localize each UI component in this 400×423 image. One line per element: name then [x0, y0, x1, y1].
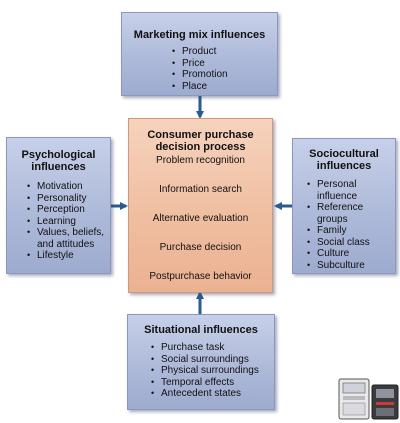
- bullet-icon: •: [27, 181, 30, 193]
- list-item: •Family: [307, 225, 395, 237]
- bullet-icon: •: [27, 216, 30, 228]
- list-item: •Place: [172, 81, 277, 93]
- bullet-icon: •: [27, 193, 30, 205]
- step-postpurchase-behavior: Postpurchase behavior: [129, 271, 272, 283]
- list-item: •Price: [172, 58, 277, 70]
- bullet-icon: •: [172, 58, 175, 70]
- list-item: •Values, beliefs,: [27, 227, 110, 239]
- list-item-continued: influence: [307, 191, 395, 203]
- bullet-icon: •: [307, 248, 310, 260]
- list-item: •Learning: [27, 216, 110, 228]
- appliance-illustration-icon: [338, 373, 400, 423]
- bullet-icon: •: [307, 225, 310, 237]
- list-item-continued: and attitudes: [27, 239, 110, 251]
- bullet-icon: •: [151, 365, 154, 377]
- situational-title: Situational influences: [128, 324, 274, 336]
- list-item: •Motivation: [27, 181, 110, 193]
- bullet-icon: •: [172, 46, 175, 58]
- marketing-mix-box: Marketing mix influences •Product •Price…: [121, 12, 278, 96]
- bullet-icon: •: [27, 227, 30, 239]
- list-item: •Antecedent states: [151, 388, 274, 400]
- marketing-mix-list: •Product •Price •Promotion •Place: [172, 46, 277, 92]
- step-alternative-evaluation: Alternative evaluation: [129, 213, 272, 225]
- list-item: •Temporal effects: [151, 377, 274, 389]
- list-item-continued: groups: [307, 214, 395, 226]
- situational-box: Situational influences •Purchase task •S…: [127, 314, 275, 410]
- step-problem-recognition: Problem recognition: [129, 155, 272, 167]
- list-item: •Physical surroundings: [151, 365, 274, 377]
- list-item: •Product: [172, 46, 277, 58]
- list-item: •Lifestyle: [27, 250, 110, 262]
- list-item: •Personality: [27, 193, 110, 205]
- list-item: •Subculture: [307, 260, 395, 272]
- bullet-icon: •: [307, 260, 310, 272]
- list-item: •Purchase task: [151, 342, 274, 354]
- list-item: •Social class: [307, 237, 395, 249]
- bullet-icon: •: [151, 354, 154, 366]
- bullet-icon: •: [151, 342, 154, 354]
- bullet-icon: •: [151, 377, 154, 389]
- bullet-icon: •: [307, 237, 310, 249]
- bullet-icon: •: [307, 179, 310, 191]
- step-purchase-decision: Purchase decision: [129, 242, 272, 254]
- list-item: •Social surroundings: [151, 354, 274, 366]
- bullet-icon: •: [172, 81, 175, 93]
- bullet-icon: •: [151, 388, 154, 400]
- psychological-list: •Motivation •Personality •Perception •Le…: [27, 181, 110, 262]
- bullet-icon: •: [172, 69, 175, 81]
- sociocultural-list: •Personal influence •Reference groups •F…: [307, 179, 395, 271]
- list-item: •Promotion: [172, 69, 277, 81]
- bullet-icon: •: [27, 204, 30, 216]
- list-item: •Perception: [27, 204, 110, 216]
- situational-list: •Purchase task •Social surroundings •Phy…: [151, 342, 274, 400]
- list-item: •Culture: [307, 248, 395, 260]
- list-item: •Personal: [307, 179, 395, 191]
- marketing-mix-title: Marketing mix influences: [122, 29, 277, 41]
- bullet-icon: •: [307, 202, 310, 214]
- step-information-search: Information search: [129, 184, 272, 196]
- bullet-icon: •: [27, 250, 30, 262]
- list-item: •Reference: [307, 202, 395, 214]
